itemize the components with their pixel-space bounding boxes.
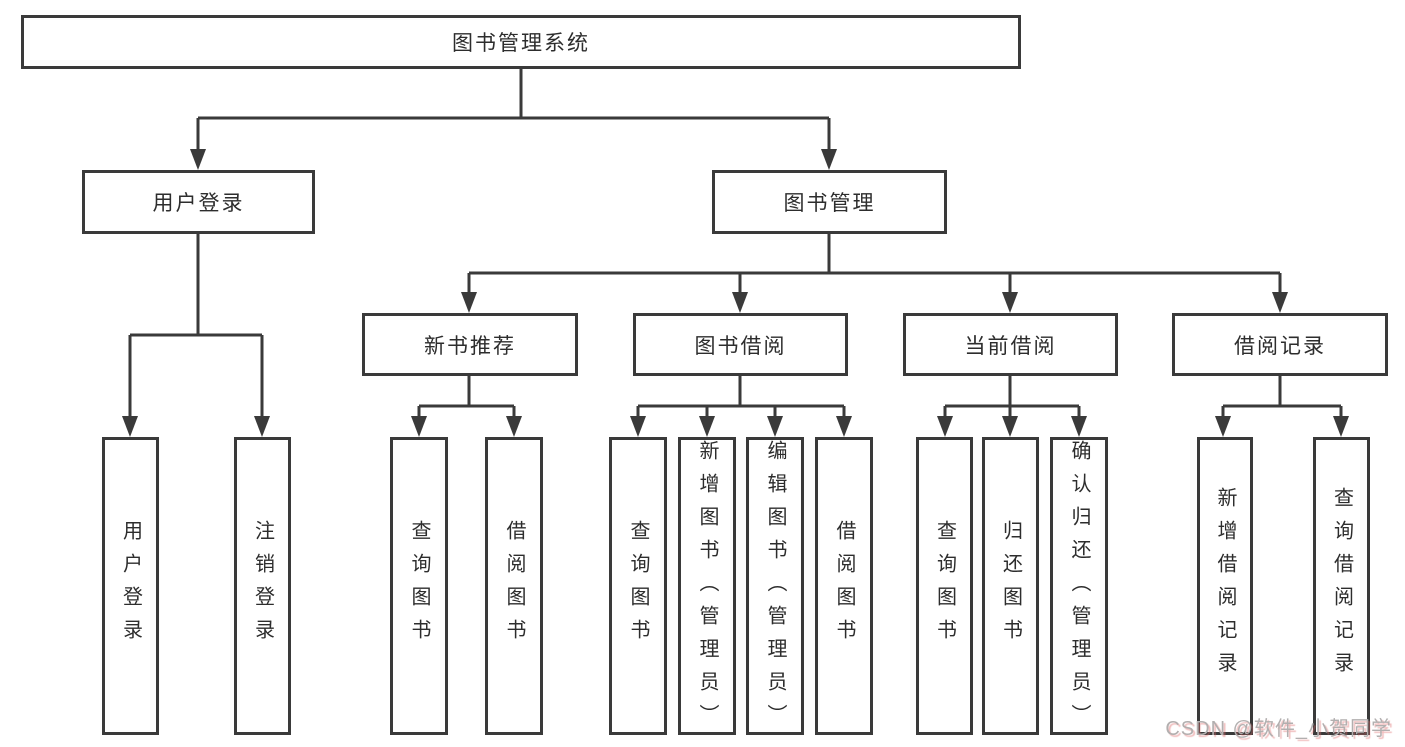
- leaf-add-book-admin: 新增图书（管理员）: [678, 437, 736, 737]
- node-current-borrow: 当前借阅: [903, 313, 1118, 376]
- arrowhead: [937, 416, 953, 437]
- leaf-label: 编辑图书（管理员）: [764, 440, 786, 737]
- leaf-label: 确认归还（管理员）: [1068, 440, 1090, 737]
- arrowhead: [506, 416, 522, 437]
- connector-book-borrow-to-leaves: [636, 376, 846, 419]
- leaf-label: 查询图书: [627, 520, 649, 652]
- leaf-label: 新增图书（管理员）: [696, 440, 718, 737]
- leaf-label: 借阅图书: [503, 520, 525, 652]
- leaf-return-book: 归还图书: [982, 437, 1039, 735]
- csdn-watermark: CSDN @软件_小贺同学: [1165, 718, 1392, 740]
- node-book-management: 图书管理: [712, 170, 947, 234]
- leaf-label: 查询图书: [933, 520, 956, 652]
- arrowhead: [767, 416, 783, 437]
- leaf-query-books-recommend: 查询图书: [390, 437, 448, 735]
- arrowhead: [630, 416, 646, 437]
- leaf-label: 注销登录: [251, 520, 274, 652]
- node-new-book-recommend: 新书推荐: [362, 313, 578, 376]
- arrowhead: [732, 292, 748, 313]
- connector-borrow-record-to-leaves: [1221, 376, 1343, 419]
- leaf-borrow-books-recommend: 借阅图书: [485, 437, 543, 735]
- leaf-label: 归还图书: [999, 520, 1022, 652]
- connector-current-borrow-to-leaves: [943, 376, 1081, 419]
- connector-user-login-to-leaves: [128, 234, 264, 419]
- leaf-logout: 注销登录: [234, 437, 291, 735]
- leaf-query-borrow-record: 查询借阅记录: [1313, 437, 1370, 735]
- arrowhead: [1333, 416, 1349, 437]
- node-book-borrow: 图书借阅: [633, 313, 848, 376]
- arrowhead: [461, 292, 477, 313]
- leaf-query-books-borrow: 查询图书: [609, 437, 667, 735]
- arrowhead: [190, 149, 206, 170]
- node-borrow-records: 借阅记录: [1172, 313, 1388, 376]
- leaf-label: 借阅图书: [833, 520, 855, 652]
- leaf-confirm-return-admin: 确认归还（管理员）: [1050, 437, 1108, 737]
- connector-new-book-to-leaves: [417, 376, 516, 419]
- arrowhead: [836, 416, 852, 437]
- connector-root-to-level2: [196, 69, 831, 152]
- arrowhead: [1272, 292, 1288, 313]
- node-user-login: 用户登录: [82, 170, 315, 234]
- leaf-label: 查询借阅记录: [1330, 487, 1353, 685]
- arrowhead: [821, 149, 837, 170]
- arrowhead: [1002, 292, 1018, 313]
- leaf-user-login: 用户登录: [102, 437, 159, 735]
- arrowheads: [122, 149, 1349, 437]
- leaf-label: 新增借阅记录: [1214, 487, 1236, 685]
- arrowhead: [699, 416, 715, 437]
- node-library-system-root: 图书管理系统: [21, 15, 1021, 69]
- leaf-add-borrow-record: 新增借阅记录: [1197, 437, 1253, 735]
- connector-book-mgmt-to-level3: [467, 234, 1282, 295]
- arrowhead: [1002, 416, 1018, 437]
- arrowhead: [1071, 416, 1087, 437]
- leaf-edit-book-admin: 编辑图书（管理员）: [746, 437, 804, 737]
- arrowhead: [122, 416, 138, 437]
- leaf-borrow-books: 借阅图书: [815, 437, 873, 735]
- leaf-query-books-current: 查询图书: [916, 437, 973, 735]
- arrowhead: [1215, 416, 1231, 437]
- leaf-label: 查询图书: [408, 520, 430, 652]
- arrowhead: [254, 416, 270, 437]
- arrowhead: [411, 416, 427, 437]
- leaf-label: 用户登录: [119, 520, 142, 652]
